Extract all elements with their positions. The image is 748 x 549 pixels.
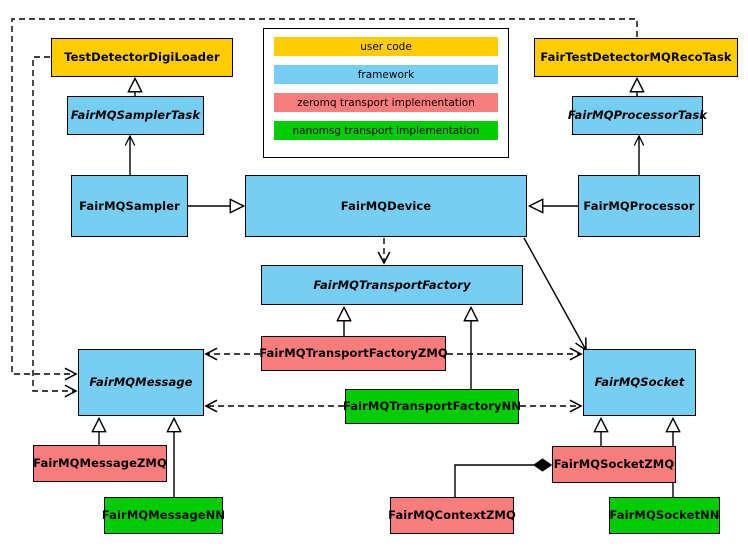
legend-item-zeromq: zeromq transport implementation bbox=[274, 93, 498, 112]
class-node-fair-test-detector-mq-reco-task[interactable]: FairTestDetectorMQRecoTask bbox=[534, 38, 738, 77]
class-node-fairmq-context-zmq[interactable]: FairMQContextZMQ bbox=[388, 497, 516, 534]
legend-item-nanomsg: nanomsg transport implementation bbox=[274, 121, 498, 140]
class-node-fairmq-transport-factory[interactable]: FairMQTransportFactory bbox=[261, 265, 523, 305]
class-node-fairmq-processor-task[interactable]: FairMQProcessorTask bbox=[568, 96, 707, 135]
class-node-fairmq-socket-nn[interactable]: FairMQSocketNN bbox=[609, 497, 720, 534]
class-node-fairmq-transport-factory-nn[interactable]: FairMQTransportFactoryNN bbox=[343, 389, 521, 424]
class-node-test-detector-digi-loader[interactable]: TestDetectorDigiLoader bbox=[51, 38, 233, 77]
class-node-fairmq-message-zmq[interactable]: FairMQMessageZMQ bbox=[33, 445, 167, 482]
class-node-fairmq-processor[interactable]: FairMQProcessor bbox=[578, 175, 700, 237]
class-node-fairmq-sampler-task[interactable]: FairMQSamplerTask bbox=[67, 96, 204, 135]
class-node-fairmq-sampler[interactable]: FairMQSampler bbox=[71, 175, 188, 237]
class-node-fairmq-device[interactable]: FairMQDevice bbox=[245, 175, 527, 237]
class-node-fairmq-message[interactable]: FairMQMessage bbox=[78, 349, 204, 416]
class-node-fairmq-transport-factory-zmq[interactable]: FairMQTransportFactoryZMQ bbox=[259, 336, 448, 371]
legend-panel: user code framework zeromq transport imp… bbox=[263, 28, 509, 158]
class-node-fairmq-socket-zmq[interactable]: FairMQSocketZMQ bbox=[552, 446, 676, 483]
legend-item-framework: framework bbox=[274, 65, 498, 84]
legend-item-user-code: user code bbox=[274, 37, 498, 56]
class-node-fairmq-message-nn[interactable]: FairMQMessageNN bbox=[102, 497, 225, 534]
class-node-fairmq-socket[interactable]: FairMQSocket bbox=[583, 349, 696, 416]
